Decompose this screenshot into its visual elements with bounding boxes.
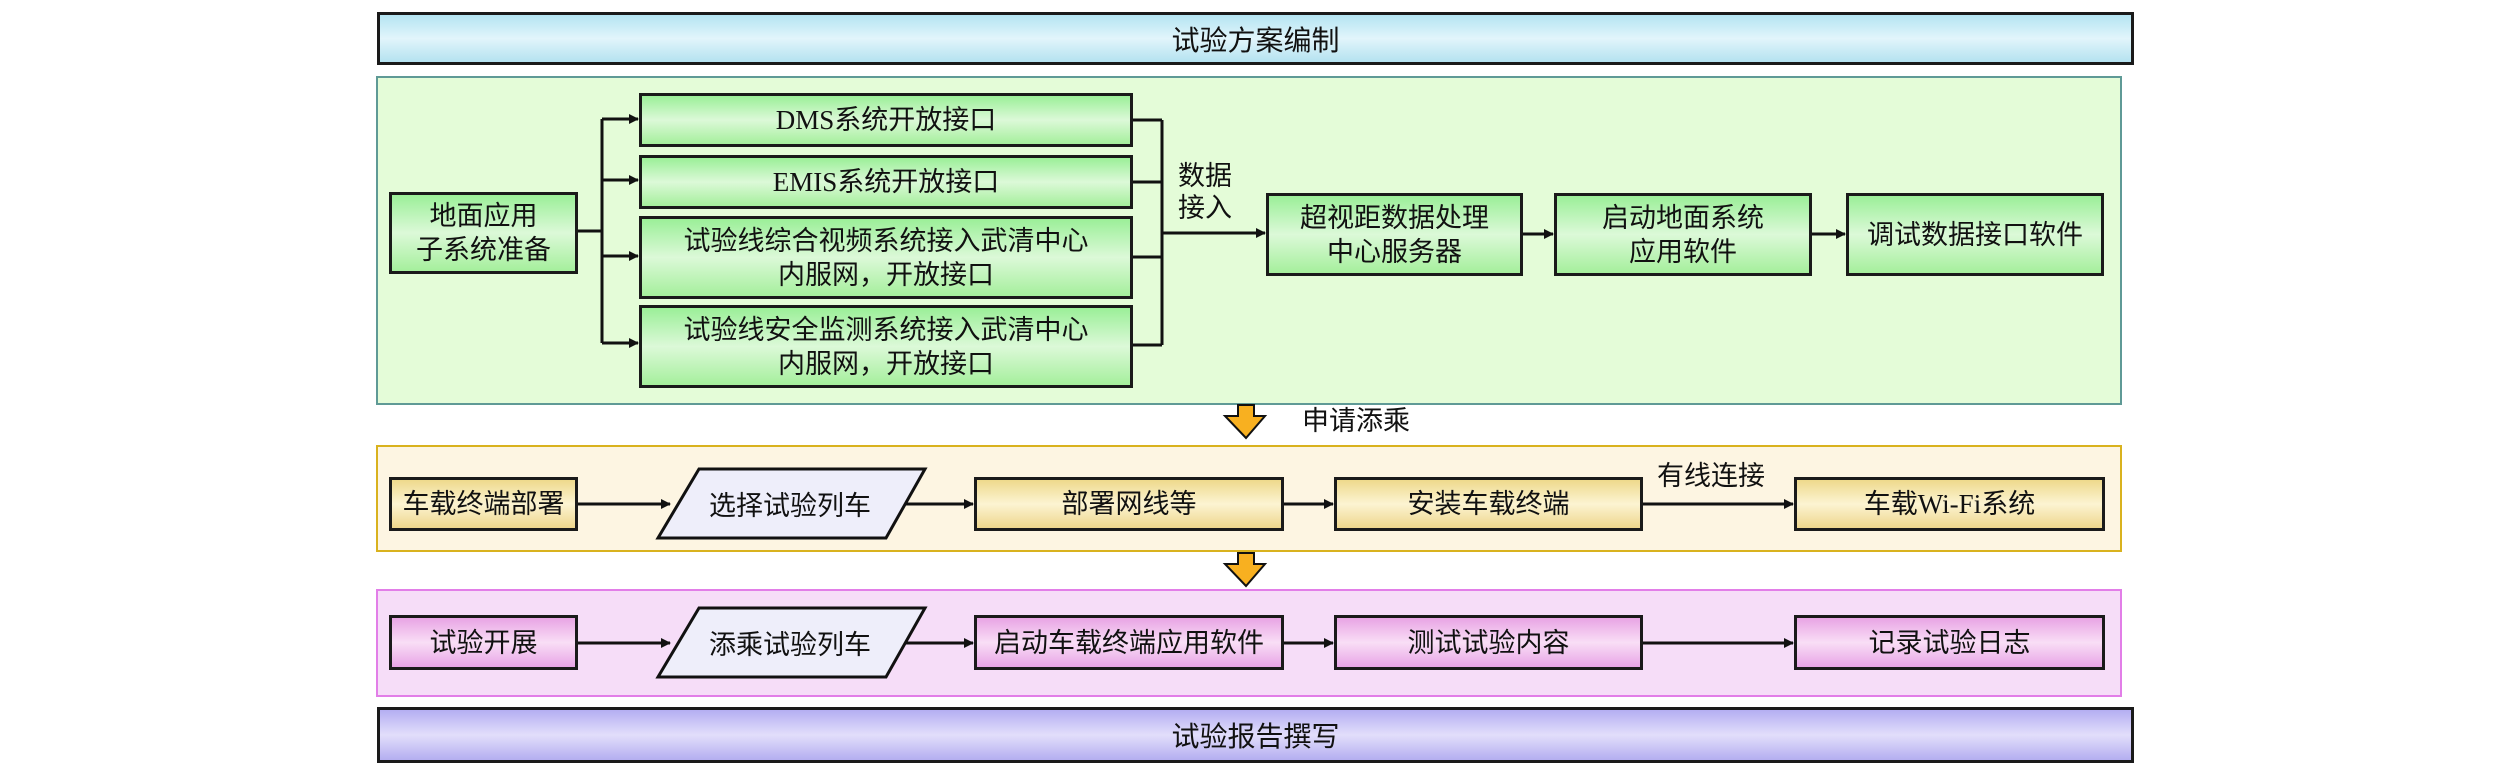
video-system-interface-line2: 内服网，开放接口 (778, 259, 994, 290)
emis-interface-box: EMIS系统开放接口 (639, 155, 1133, 209)
ground-subsystem-prep-line2: 子系统准备 (416, 235, 551, 265)
debug-interface-software-box: 调试数据接口软件 (1846, 193, 2104, 276)
video-system-interface-box: 试验线综合视频系统接入武清中心 内服网，开放接口 (639, 216, 1133, 299)
safety-monitor-interface-line1: 试验线安全监测系统接入武清中心 (683, 314, 1089, 345)
start-ground-software-box: 启动地面系统 应用软件 (1554, 193, 1812, 276)
server-line2: 中心服务器 (1327, 236, 1462, 267)
ground-subsystem-prep-box: 地面应用 子系统准备 (389, 192, 578, 274)
report-writing-label: 试验报告撰写 (1171, 722, 1340, 753)
data-access-line1: 数据 (1178, 161, 1232, 191)
install-terminal-box: 安装车载终端 (1334, 477, 1643, 531)
data-access-line2: 接入 (1178, 193, 1232, 223)
down-arrow-icon (1222, 552, 1268, 588)
parallelogram-select-train (655, 467, 928, 540)
safety-monitor-interface-box: 试验线安全监测系统接入武清中心 内服网，开放接口 (639, 305, 1133, 388)
select-train-label-wrap: 选择试验列车 (670, 469, 910, 538)
phase-plan-bar: 试验方案编制 (377, 12, 2134, 65)
select-train-label: 选择试验列车 (709, 491, 871, 521)
video-system-interface-line1: 试验线综合视频系统接入武清中心 (683, 225, 1089, 256)
deploy-cables-box: 部署网线等 (974, 477, 1284, 531)
server-box: 超视距数据处理 中心服务器 (1266, 193, 1523, 276)
debug-interface-software-label: 调试数据接口软件 (1867, 219, 2083, 250)
vehicle-terminal-deploy-label: 车载终端部署 (402, 489, 565, 519)
start-ground-software-line1: 启动地面系统 (1602, 202, 1764, 233)
phase-plan-label: 试验方案编制 (1171, 25, 1340, 57)
deploy-cables-label: 部署网线等 (1061, 489, 1197, 519)
wired-connection-label: 有线连接 (1657, 461, 1765, 491)
vehicle-wifi-box: 车载Wi-Fi系统 (1794, 477, 2105, 531)
start-vehicle-software-label: 启动车载终端应用软件 (994, 627, 1264, 658)
ground-subsystem-prep-line1: 地面应用 (429, 201, 538, 231)
safety-monitor-interface-line2: 内服网，开放接口 (778, 348, 994, 379)
start-vehicle-software-box: 启动车载终端应用软件 (974, 615, 1284, 670)
dms-interface-label: DMS系统开放接口 (775, 105, 997, 135)
parallelogram-ride-train (655, 606, 928, 679)
vehicle-terminal-deploy-box: 车载终端部署 (389, 477, 578, 531)
dms-interface-box: DMS系统开放接口 (639, 93, 1133, 147)
trial-start-box: 试验开展 (389, 615, 578, 670)
emis-interface-label: EMIS系统开放接口 (772, 167, 1000, 197)
apply-ride-label: 申请添乘 (1302, 406, 1410, 436)
trial-start-label: 试验开展 (429, 627, 538, 658)
test-content-box: 测试试验内容 (1334, 615, 1643, 670)
record-log-box: 记录试验日志 (1794, 615, 2105, 670)
ride-train-label-wrap: 添乘试验列车 (670, 608, 910, 677)
test-content-label: 测试试验内容 (1407, 627, 1570, 658)
install-terminal-label: 安装车载终端 (1407, 489, 1570, 519)
start-ground-software-line2: 应用软件 (1629, 236, 1737, 267)
ride-train-label: 添乘试验列车 (709, 630, 871, 660)
down-arrow-icon (1222, 404, 1268, 440)
server-line1: 超视距数据处理 (1300, 202, 1489, 233)
report-writing-bar: 试验报告撰写 (377, 707, 2134, 763)
data-access-label: 数据 接入 (1178, 160, 1240, 224)
record-log-label: 记录试验日志 (1868, 627, 2031, 658)
vehicle-wifi-label: 车载Wi-Fi系统 (1863, 489, 2036, 519)
